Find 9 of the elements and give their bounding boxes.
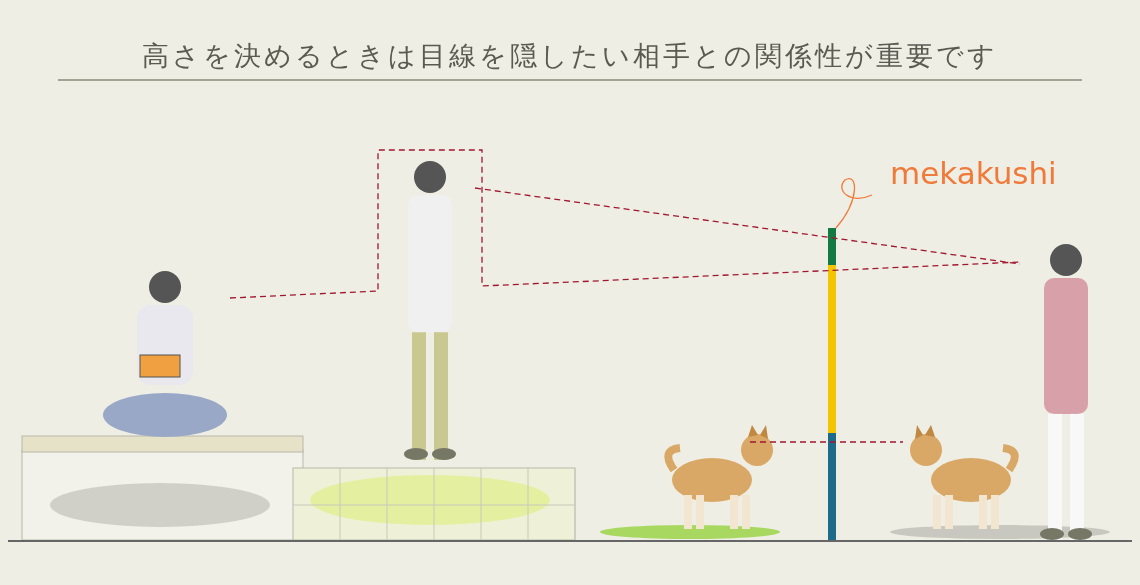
leader-line <box>835 178 873 229</box>
pole-segment <box>828 265 836 433</box>
title: 高さを決めるときは目線を隠したい相手との関係性が重要です <box>141 39 999 73</box>
callout-label: mekakushi <box>890 155 1080 199</box>
sight-line <box>229 149 1021 299</box>
dog-drawing <box>600 425 780 540</box>
pole-segment <box>828 228 836 265</box>
sight-line <box>749 441 904 443</box>
pole-segment <box>828 433 836 540</box>
